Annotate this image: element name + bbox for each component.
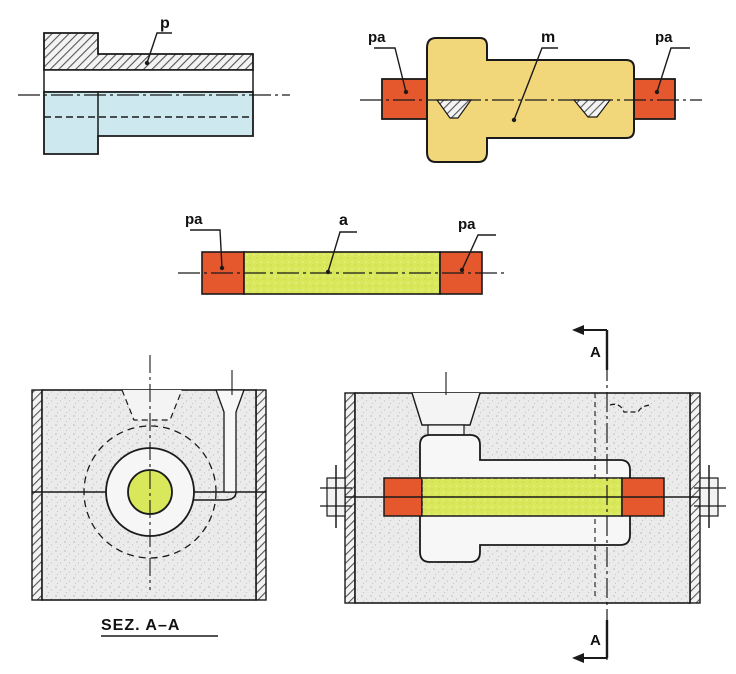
- section-aa-view: SEZ. A–A: [31, 355, 267, 637]
- label-a: a: [339, 212, 348, 229]
- pattern-p-view: p: [18, 15, 290, 155]
- model-m-view: pa m pa: [360, 29, 702, 163]
- label-pa-right: pa: [655, 29, 673, 46]
- section-mark-top: A: [590, 344, 601, 361]
- flask-wall-right-2: [689, 392, 701, 604]
- sprue-front: [411, 392, 481, 426]
- core-print-left: [381, 78, 429, 120]
- section-caption: SEZ. A–A: [101, 617, 180, 634]
- pattern-white-band: [43, 69, 254, 93]
- label-pa-left: pa: [368, 29, 386, 46]
- pattern-blue-half: [43, 91, 254, 155]
- section-mark-bottom: A: [590, 632, 601, 649]
- flask-wall-left-2: [344, 392, 356, 604]
- core-print-right: [632, 78, 676, 120]
- flask-wall-right: [255, 389, 267, 601]
- label-pa-mid-left: pa: [185, 211, 203, 228]
- label-pa-mid-right: pa: [458, 216, 476, 233]
- clamp-left: [320, 465, 352, 528]
- core-a-view: pa a pa: [178, 211, 508, 295]
- label-m: m: [541, 29, 555, 46]
- sprue-section: [121, 389, 183, 421]
- clamp-right: [694, 465, 726, 528]
- label-p: p: [160, 15, 170, 32]
- assembled-mold-view: A A: [320, 325, 726, 663]
- flask-wall-left: [31, 389, 43, 601]
